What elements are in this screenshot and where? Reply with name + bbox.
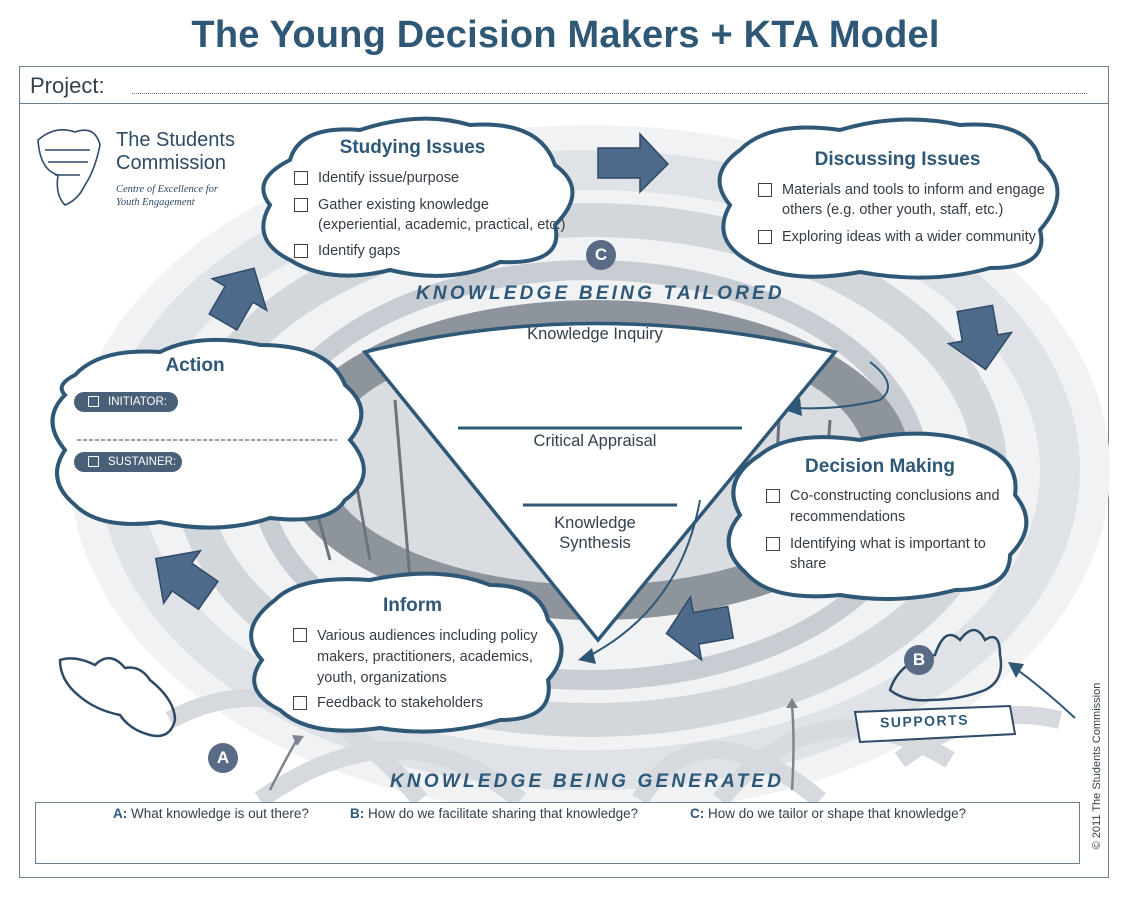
question-b-key: B: <box>350 806 365 821</box>
decision-checkbox-1[interactable] <box>766 489 780 503</box>
generated-arrowheads <box>292 698 798 746</box>
band-knowledge-generated: KNOWLEDGE BEING GENERATED <box>390 771 785 792</box>
clouds <box>50 116 1060 734</box>
question-a: A: What knowledge is out there? <box>113 806 309 821</box>
initiator-label: INITIATOR: <box>108 396 167 408</box>
initiator-checkbox[interactable] <box>88 396 99 407</box>
question-b-text: How do we facilitate sharing that knowle… <box>368 806 639 821</box>
arrow-up <box>208 267 268 332</box>
discussing-item-1: Materials and tools to inform and engage <box>782 182 1045 198</box>
logo-name-line2: Commission <box>116 152 227 174</box>
logo-tagline-line2: Youth Engagement <box>116 197 195 208</box>
inform-item-1b: makers, practitioners, academics, <box>317 649 533 665</box>
hand-left-icon <box>58 657 177 738</box>
question-b: B: How do we facilitate sharing that kno… <box>350 806 638 821</box>
cloud-studying <box>261 116 575 278</box>
arrow-right <box>597 132 670 194</box>
cloud-decision <box>726 431 1029 601</box>
studying-checkbox-1[interactable] <box>294 171 308 185</box>
cloud-action <box>50 337 366 530</box>
band-knowledge-tailored: KNOWLEDGE BEING TAILORED <box>416 283 785 304</box>
question-c: C: How do we tailor or shape that knowle… <box>690 806 966 821</box>
studying-checkbox-2[interactable] <box>294 198 308 212</box>
studying-issues-title: Studying Issues <box>339 137 486 158</box>
kta-funnel <box>361 321 839 643</box>
decision-making-title: Decision Making <box>805 456 955 477</box>
discussing-checkbox-1[interactable] <box>758 183 772 197</box>
studying-item-2b: (experiential, academic, practical, etc.… <box>318 217 566 233</box>
inform-checkbox-1[interactable] <box>293 628 307 642</box>
action-title: Action <box>165 355 225 376</box>
inform-checkbox-2[interactable] <box>293 696 307 710</box>
badge-b: B <box>904 645 934 675</box>
discussing-item-2: Exploring ideas with a wider community <box>782 229 1036 245</box>
question-a-text: What knowledge is out there? <box>131 806 309 821</box>
sustainer-label: SUSTAINER: <box>108 456 177 468</box>
students-commission-logo-icon <box>37 129 101 206</box>
funnel-synthesis-line1: Knowledge <box>554 514 636 532</box>
funnel-knowledge-inquiry: Knowledge Inquiry <box>527 325 663 343</box>
studying-item-2: Gather existing knowledge <box>318 197 489 213</box>
cycle-arrows <box>154 132 1014 662</box>
logo-name-line1: The Students <box>116 129 235 151</box>
flow-curves <box>584 361 1076 719</box>
decision-item-2: Identifying what is important to <box>790 536 986 552</box>
project-bar <box>19 66 1109 104</box>
badge-a: A <box>208 743 238 773</box>
arrow-up-left <box>154 549 220 611</box>
cloud-inform <box>249 571 564 734</box>
logo-tagline: Centre of Excellence for Youth Engagemen… <box>116 183 218 209</box>
project-input-line[interactable] <box>132 93 1087 94</box>
question-c-text: How do we tailor or shape that knowledge… <box>708 806 967 821</box>
inform-item-1: Various audiences including policy <box>317 628 538 644</box>
flow-arrowheads <box>578 398 1024 678</box>
arrow-down <box>946 304 1014 371</box>
project-label: Project: <box>30 73 105 98</box>
sustainer-checkbox[interactable] <box>88 456 99 467</box>
decision-item-2b: share <box>790 556 827 572</box>
cloud-discussing <box>717 117 1060 280</box>
discussing-item-1b: others (e.g. other youth, staff, etc.) <box>782 202 1004 218</box>
badge-c: C <box>586 240 616 270</box>
studying-item-1: Identify issue/purpose <box>318 170 460 186</box>
questions-box[interactable] <box>35 802 1080 864</box>
hand-right-icon <box>888 628 1003 702</box>
funnel-synthesis-line2: Synthesis <box>559 534 631 552</box>
question-a-key: A: <box>113 806 128 821</box>
inform-item-1c: youth, organizations <box>317 670 447 686</box>
initiator-pill[interactable]: INITIATOR: <box>74 392 178 412</box>
discussing-issues-title: Discussing Issues <box>814 149 981 170</box>
page-title: The Young Decision Makers + KTA Model <box>191 14 940 56</box>
supports-banner <box>853 704 1017 744</box>
copyright: © 2011 The Students Commission <box>1091 682 1103 850</box>
discussing-checkbox-2[interactable] <box>758 230 772 244</box>
decision-checkbox-2[interactable] <box>766 537 780 551</box>
funnel-knowledge-synthesis: Knowledge Synthesis <box>520 513 670 553</box>
funnel-critical-appraisal: Critical Appraisal <box>533 432 657 450</box>
decision-item-1b: recommendations <box>790 509 906 525</box>
sustainer-pill[interactable]: SUSTAINER: <box>74 452 182 472</box>
inform-item-2: Feedback to stakeholders <box>317 695 484 711</box>
studying-checkbox-3[interactable] <box>294 244 308 258</box>
logo-tagline-line1: Centre of Excellence for <box>116 184 218 195</box>
inform-title: Inform <box>382 595 443 616</box>
decision-item-1: Co-constructing conclusions and <box>790 488 1000 504</box>
logo-name: The Students Commission <box>116 129 235 175</box>
studying-item-3: Identify gaps <box>318 243 401 259</box>
arrow-left-lower <box>665 594 735 662</box>
question-c-key: C: <box>690 806 705 821</box>
supports-label: SUPPORTS <box>879 711 970 731</box>
